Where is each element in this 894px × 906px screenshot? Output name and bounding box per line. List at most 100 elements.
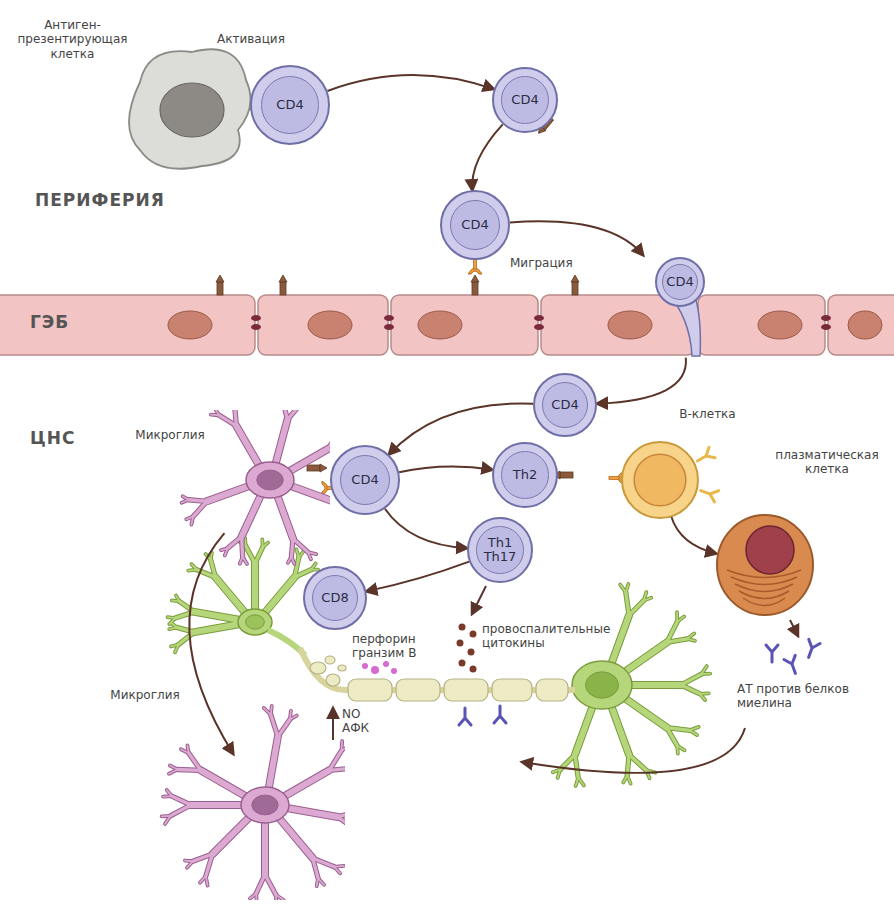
- microglia-process-outline: [243, 557, 247, 564]
- microglia-process-outline: [167, 790, 172, 796]
- microglia-body: [241, 787, 289, 823]
- oligodendrocyte-body: [238, 609, 272, 635]
- neuron-process-outline: [690, 727, 699, 730]
- microglia-process: [213, 815, 252, 854]
- microglia-process-outline: [189, 500, 207, 502]
- perforin-dots: [362, 661, 397, 674]
- neuron-process: [626, 592, 629, 615]
- microglia-process-outline: [228, 537, 242, 549]
- cell-shape: [705, 448, 890, 623]
- oligodendrocyte-nucleus: [246, 615, 265, 629]
- neuron-process: [629, 600, 644, 615]
- microglia-process-outline: [170, 766, 178, 770]
- cell-label: CD4: [276, 98, 303, 112]
- microglia-process: [334, 866, 344, 867]
- microglia-process: [271, 706, 272, 715]
- neuron-process-outline: [690, 730, 697, 735]
- microglia-process: [240, 557, 243, 564]
- oligodendrocyte-process: [295, 570, 312, 578]
- microglia-process-outline: [256, 874, 265, 893]
- neuron-process: [687, 633, 694, 638]
- neuron-process: [646, 770, 649, 778]
- neuron-process: [626, 584, 629, 592]
- neuron-nucleus: [586, 672, 619, 698]
- neuron-process-outline: [575, 755, 578, 778]
- arrows: [333, 586, 798, 773]
- neuron-process: [701, 666, 706, 674]
- oligodendrocyte-process: [171, 645, 178, 647]
- neuron-process: [627, 776, 630, 784]
- microglia-process: [236, 426, 260, 468]
- neuron-process: [575, 755, 578, 778]
- oligodendrocyte-process: [215, 577, 246, 614]
- arrow-connector: [366, 562, 469, 592]
- microglia-process: [308, 552, 311, 559]
- microglia-process: [317, 878, 318, 886]
- microglia-process-outline: [236, 426, 260, 468]
- microglia-process-outline: [201, 770, 249, 798]
- microglia-process: [342, 746, 345, 751]
- microglia-process: [185, 860, 193, 863]
- microglia-process: [219, 415, 236, 426]
- cell-node: CD4: [250, 65, 330, 145]
- oligodendrocyte-process-outline: [177, 627, 195, 632]
- microglia-process-outline: [317, 878, 318, 886]
- microglia-process-outline: [271, 706, 272, 715]
- microglia-process: [277, 494, 293, 539]
- oligodendrocyte-process-outline: [263, 543, 268, 547]
- oligodendrocyte-process-outline: [264, 577, 295, 614]
- cell-node: Th1 Th17: [467, 517, 533, 583]
- microglia-process: [186, 516, 193, 519]
- microglia-process-outline: [240, 557, 243, 564]
- microglia-node: Микроглия: [95, 678, 345, 900]
- microglia-process: [165, 816, 170, 824]
- oligodendrocyte-process: [176, 595, 179, 601]
- microglia-process: [193, 854, 213, 861]
- microglia-process-outline: [242, 537, 243, 557]
- neuron-process: [622, 696, 667, 728]
- oligodendrocyte-process: [177, 627, 195, 632]
- neuron-process-outline: [626, 584, 629, 592]
- neuron-process-outline: [629, 600, 644, 615]
- microglia-process-outline: [242, 493, 262, 537]
- oligodendrocyte-process-outline: [194, 624, 241, 632]
- plasma-cell-node: плазматическая клетка: [705, 448, 890, 623]
- oligodendrocyte-process: [264, 577, 295, 614]
- oligodendrocyte-process: [191, 564, 196, 570]
- microglia-process: [187, 861, 193, 868]
- bbb-band: [0, 275, 894, 355]
- microglia-process: [162, 815, 171, 817]
- annotation-label: NO АФК: [340, 707, 378, 736]
- arrow-connector: [189, 533, 233, 754]
- b-cell-nucleus: [634, 454, 686, 506]
- microglia-process-outline: [288, 557, 291, 563]
- microglia-process-outline: [170, 805, 190, 816]
- microglia-process: [334, 867, 340, 873]
- cell-node: CD4: [440, 190, 510, 260]
- oligodendrocyte-process-outline: [191, 564, 196, 570]
- region-label: ГЭБ: [30, 312, 69, 332]
- cell-node: CD4: [492, 67, 558, 133]
- microglia-nucleus: [257, 470, 283, 490]
- microglia-process: [318, 878, 324, 884]
- neuron-process: [623, 776, 627, 783]
- cell-label: CD8: [321, 591, 348, 605]
- neuron-process: [576, 778, 579, 786]
- microglia-process: [284, 808, 338, 818]
- neuron-process-outline: [687, 639, 695, 641]
- neuron-process: [578, 778, 584, 786]
- cell-node: CD4: [533, 373, 597, 437]
- microglia-process-outline: [172, 796, 191, 805]
- neuron-process-outline: [620, 585, 626, 593]
- oligodendrocyte-process-outline: [215, 577, 246, 614]
- neuron-process: [622, 642, 667, 674]
- plasma-cell-body: [717, 515, 813, 615]
- oligodendrocyte-process-outline: [251, 564, 259, 612]
- oligodendrocyte-process: [171, 623, 176, 627]
- neuron-process-outline: [681, 674, 701, 685]
- cell-heading: плазматическая клетка: [767, 448, 887, 477]
- microglia-process: [242, 493, 262, 537]
- cell-label: CD4: [351, 473, 378, 487]
- cell-label: CD4: [666, 275, 693, 289]
- microglia-process-outline: [183, 496, 189, 499]
